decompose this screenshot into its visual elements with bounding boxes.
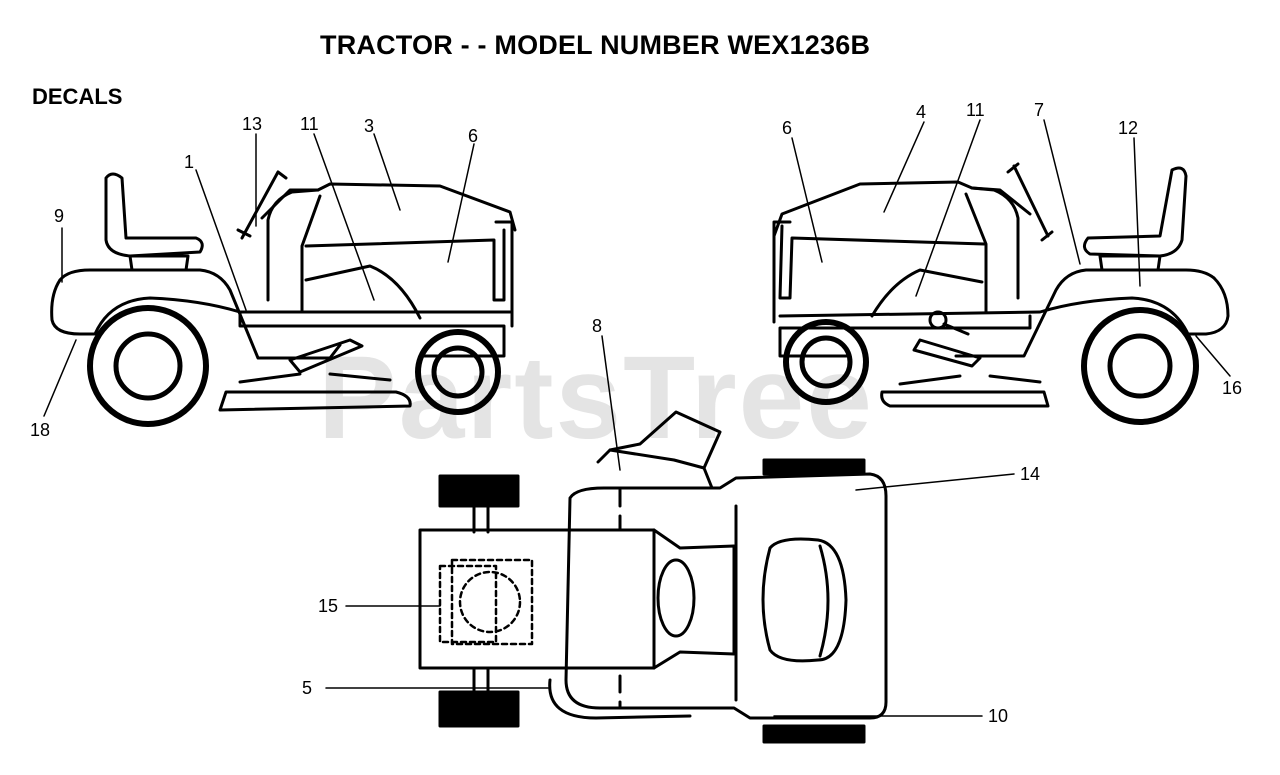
right-side-tractor (772, 162, 1230, 425)
top-seat-inner (608, 448, 706, 470)
callout-6-left: 6 (468, 126, 478, 146)
leader-18 (43, 339, 77, 417)
top-hood-decal-inner (450, 558, 534, 646)
top-rear-right-tire (762, 724, 866, 744)
left-front-hub (431, 345, 485, 399)
leader-4 (883, 121, 925, 213)
right-lever-knob (928, 310, 948, 330)
left-hood-side (300, 194, 322, 312)
top-body-outline (564, 472, 888, 720)
leader-16 (1195, 335, 1231, 377)
leader-11-right (915, 119, 981, 297)
callout-11-left: 11 (300, 114, 319, 134)
left-hood-lower (304, 264, 422, 320)
leader-12 (1133, 137, 1141, 287)
callout-18: 18 (30, 420, 50, 440)
right-deck-link (898, 374, 1042, 386)
right-front-hub (799, 335, 853, 389)
leader-7 (1043, 119, 1081, 265)
top-view-tractor (418, 410, 888, 744)
left-mower-deck (218, 390, 412, 412)
callout-12: 12 (1118, 118, 1138, 138)
callout-4: 4 (916, 102, 926, 122)
callout-8: 8 (592, 316, 602, 336)
right-seat-base (1098, 254, 1162, 272)
top-hood (418, 528, 656, 670)
left-hood-front (494, 220, 514, 328)
right-hood-line (778, 224, 986, 300)
right-rear-tire (1081, 307, 1199, 425)
top-front-axle-top (472, 504, 490, 534)
callout-6-right: 6 (782, 118, 792, 138)
right-lever (942, 322, 970, 336)
leader-8 (601, 335, 621, 471)
leader-11-left (313, 133, 375, 301)
right-dash (970, 186, 1020, 300)
callout-10: 10 (988, 706, 1008, 726)
left-steering-wheel (236, 170, 288, 240)
callout-7: 7 (1034, 100, 1044, 120)
callout-9: 9 (54, 206, 64, 226)
top-hood-decal-outer (438, 564, 498, 644)
section-label: DECALS (32, 84, 123, 109)
leader-3 (373, 133, 401, 211)
right-hood-lower (870, 268, 984, 318)
top-dash (652, 528, 736, 670)
leader-lines (43, 119, 1231, 717)
left-rear-hub (113, 331, 183, 401)
leader-14 (855, 473, 1015, 491)
right-hood-front (772, 220, 792, 324)
callout-15: 15 (318, 596, 338, 616)
callout-11-right: 11 (966, 100, 985, 120)
left-deck-link (238, 372, 392, 384)
callout-3: 3 (364, 116, 374, 136)
callout-5: 5 (302, 678, 312, 698)
right-front-tire (783, 319, 869, 405)
callout-14: 14 (1020, 464, 1040, 484)
left-seat-base (128, 254, 190, 272)
right-hood-top (772, 180, 974, 238)
right-pedal (912, 338, 982, 368)
page-title: TRACTOR - - MODEL NUMBER WEX1236B (320, 30, 871, 60)
top-rear-left-tire (762, 458, 866, 476)
left-rear-fender (58, 268, 342, 360)
top-steering (656, 558, 696, 638)
left-side-tractor (50, 170, 517, 427)
top-deck-curve (548, 678, 692, 720)
right-mower-deck (880, 390, 1050, 408)
top-hood-decal-circle (458, 570, 522, 634)
left-seat (104, 172, 204, 258)
leader-6-left (447, 143, 475, 263)
left-front-tire (415, 329, 501, 415)
top-seat-contour (818, 544, 830, 658)
left-hood-top (316, 182, 517, 232)
top-front-right-tire (438, 690, 520, 728)
left-hood-line (304, 228, 506, 302)
left-fender-lower (50, 278, 512, 336)
left-dash (266, 188, 320, 302)
right-hood-side (964, 192, 988, 314)
callout-16: 16 (1222, 378, 1242, 398)
callout-labels: 1 13 11 3 6 9 18 6 4 11 7 12 16 8 14 15 … (30, 100, 1242, 726)
top-front-left-tire (438, 474, 520, 508)
callout-13: 13 (242, 114, 262, 134)
left-rear-tire (87, 305, 209, 427)
left-pedal (288, 338, 364, 374)
top-seat-outline (761, 537, 848, 663)
leader-6-right (791, 137, 823, 263)
right-rear-hub (1107, 333, 1173, 399)
leader-1 (195, 169, 247, 311)
right-rear-fender (954, 268, 1216, 358)
right-steering-wheel (1006, 162, 1054, 242)
right-seat (1083, 166, 1188, 258)
callout-1: 1 (184, 152, 194, 172)
